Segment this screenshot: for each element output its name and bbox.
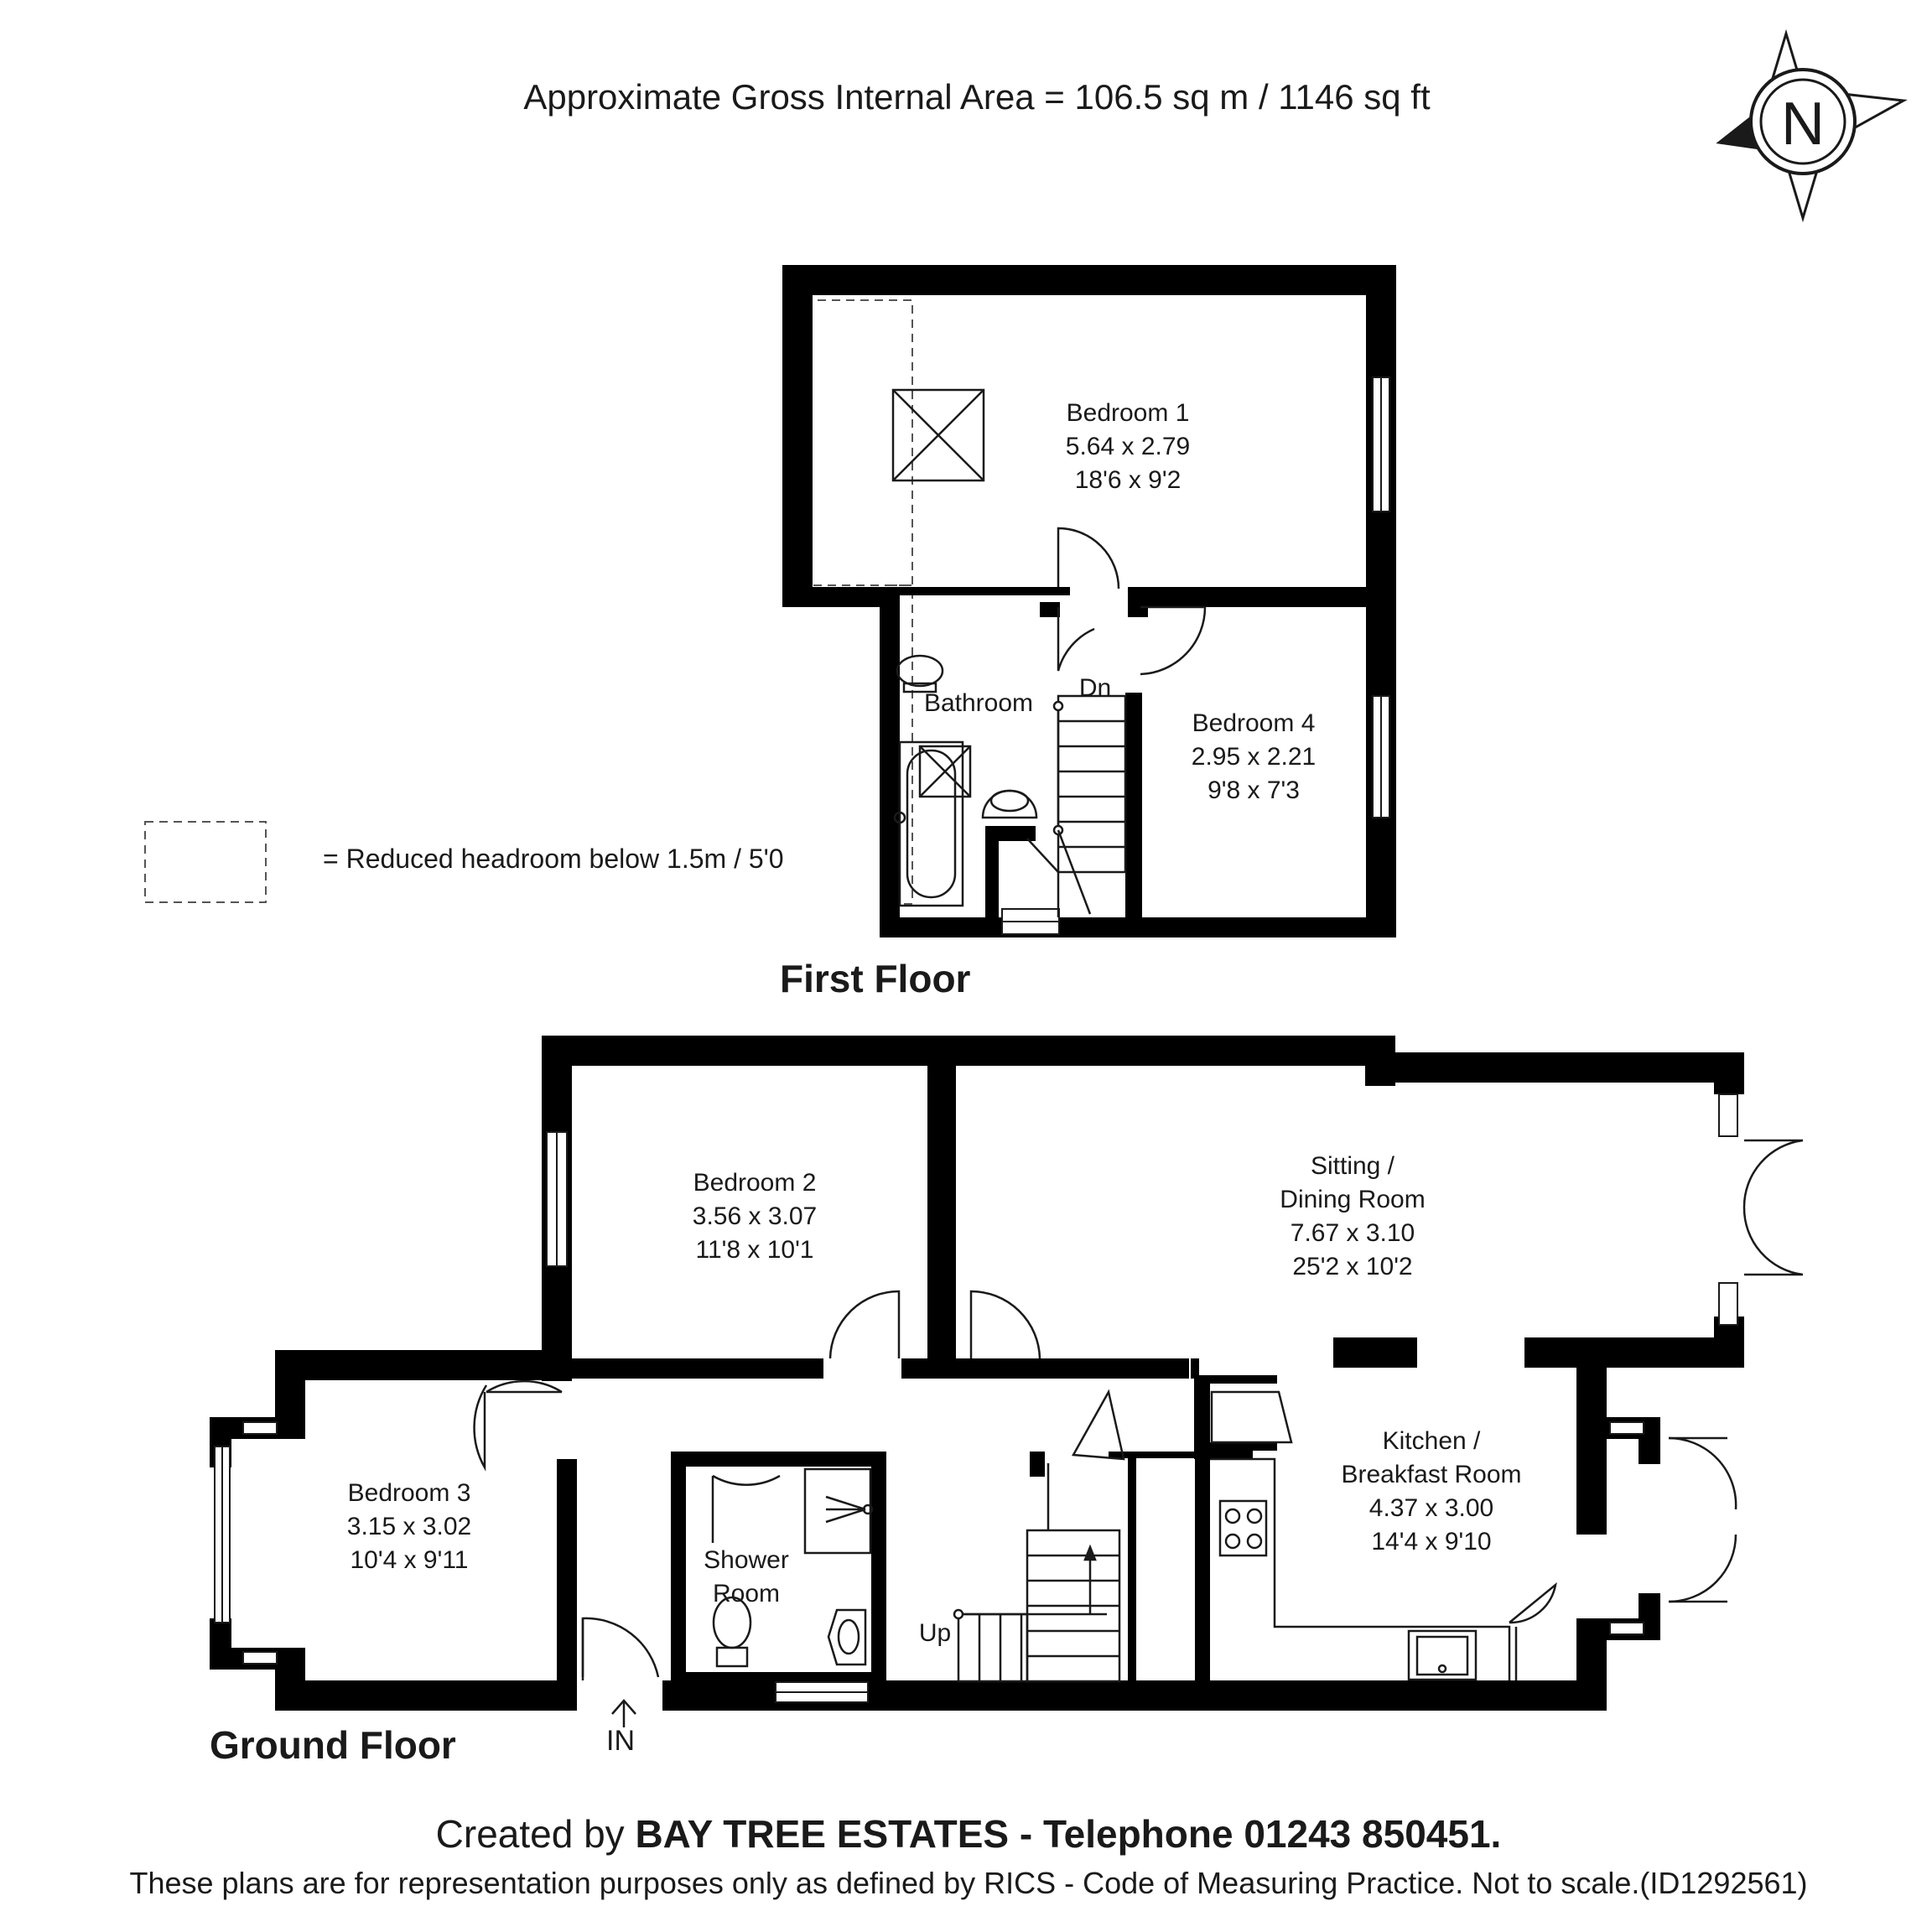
basin-icon [827, 1608, 867, 1666]
door-cupboard [1210, 1390, 1293, 1444]
bedroom3-name: Bedroom 3 [348, 1479, 471, 1507]
kitchen-name-line2: Breakfast Room [1341, 1461, 1521, 1488]
bedroom2-name: Bedroom 2 [693, 1169, 817, 1197]
skylight-icon [891, 388, 985, 482]
stairs-up-label: Up [919, 1619, 951, 1647]
kitchen-metric: 4.37 x 3.00 [1369, 1494, 1493, 1522]
stairs-down-label: Dn [1079, 674, 1111, 702]
french-doors-kitchen [1668, 1436, 1737, 1603]
toilet-icon [896, 654, 944, 693]
toilet-icon [712, 1596, 752, 1668]
sink-icon [1407, 1629, 1478, 1681]
sitting-metric: 7.67 x 3.10 [1291, 1219, 1415, 1247]
kitchen-imperial: 14'4 x 9'10 [1371, 1528, 1491, 1555]
entrance-arrow-icon [611, 1699, 636, 1727]
shower-icon [803, 1467, 874, 1555]
footer-credit-prefix: Created by [436, 1812, 636, 1856]
door-bedroom2 [828, 1290, 901, 1359]
door-bedroom3 [473, 1379, 563, 1472]
bedroom2-imperial: 11'8 x 10'1 [695, 1236, 813, 1264]
reduced-headroom-area [802, 299, 913, 586]
door-shower-room [711, 1474, 781, 1543]
footer-disclaimer: These plans are for representation purpo… [129, 1866, 1807, 1900]
shower-name-line2: Room [713, 1580, 780, 1607]
stairs-first-floor [1026, 694, 1127, 917]
bedroom3-metric: 3.15 x 3.02 [347, 1513, 471, 1540]
door-kitchen-store [1509, 1581, 1557, 1624]
sitting-name-line1: Sitting / [1311, 1152, 1395, 1180]
bedroom1-imperial: 18'6 x 9'2 [1075, 466, 1182, 494]
bedroom4-name: Bedroom 4 [1192, 709, 1316, 737]
first-floor-title: First Floor [780, 957, 971, 1000]
shower-name-line1: Shower [704, 1546, 789, 1574]
ground-floor-title: Ground Floor [210, 1723, 456, 1767]
bedroom1-name: Bedroom 1 [1067, 399, 1190, 427]
basin-icon [981, 789, 1038, 819]
entrance-label: IN [606, 1725, 635, 1757]
sitting-imperial: 25'2 x 10'2 [1292, 1253, 1412, 1280]
area-heading: Approximate Gross Internal Area = 106.5 … [523, 77, 1431, 117]
french-doors-sitting [1742, 1139, 1804, 1276]
bedroom3-imperial: 10'4 x 9'11 [350, 1546, 468, 1574]
door-bedroom4 [1140, 605, 1207, 676]
footer-company: BAY TREE ESTATES - Telephone 01243 85045… [635, 1812, 1501, 1856]
bedroom4-imperial: 9'8 x 7'3 [1208, 776, 1300, 804]
door-bedroom1 [1057, 527, 1120, 589]
stairs-ground-floor [953, 1463, 1121, 1683]
sitting-name-line2: Dining Room [1280, 1186, 1425, 1213]
bedroom4-metric: 2.95 x 2.21 [1192, 743, 1316, 771]
first-floor-plan: Bedroom 1 5.64 x 2.79 18'6 x 9'2 Bedroom… [782, 265, 1396, 937]
kitchen-name-line1: Kitchen / [1383, 1427, 1481, 1455]
legend-swatch [144, 821, 267, 903]
compass-icon: N [1716, 29, 1908, 223]
bedroom1-metric: 5.64 x 2.79 [1066, 433, 1190, 460]
door-bathroom [1057, 607, 1095, 672]
footer-credit: Created by BAY TREE ESTATES - Telephone … [436, 1812, 1502, 1856]
kitchen-counter [1210, 1457, 1518, 1680]
compass-north-label: N [1781, 91, 1825, 158]
bath-icon [893, 740, 964, 907]
ground-floor-plan: Bedroom 2 3.56 x 3.07 11'8 x 10'1 Sittin… [210, 1036, 1804, 1757]
legend-text: = Reduced headroom below 1.5m / 5'0 [323, 844, 784, 874]
door-understairs [1071, 1389, 1125, 1461]
door-front-entrance [581, 1617, 660, 1680]
bathroom-name: Bathroom [924, 689, 1033, 717]
hob-icon [1218, 1499, 1268, 1557]
bedroom2-metric: 3.56 x 3.07 [693, 1202, 817, 1230]
door-sitting-room [969, 1290, 1041, 1359]
